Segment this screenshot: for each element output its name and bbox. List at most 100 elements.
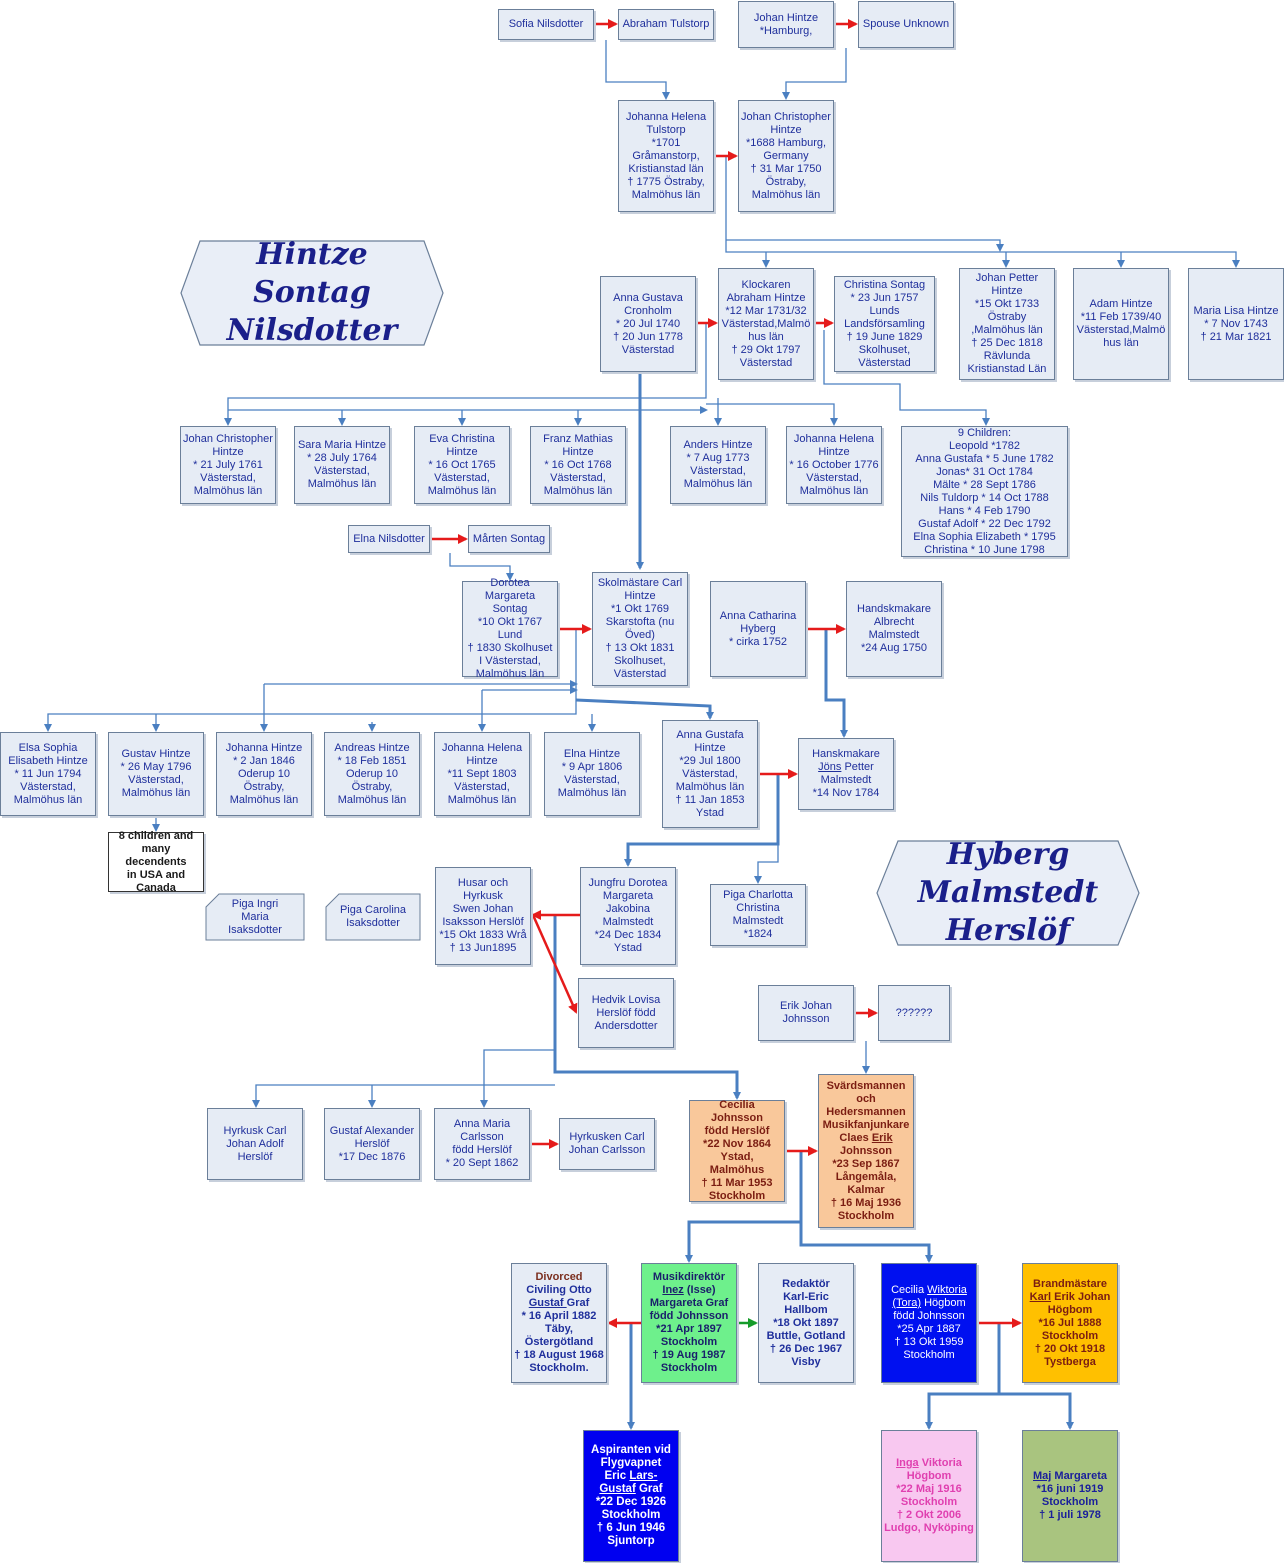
person-johanna-helena-tulstorp[interactable]: Johanna Helena Tulstorp *1701 Gråmanstor…	[618, 100, 714, 212]
note-eight-children[interactable]: 8 children and many decendents in USA an…	[108, 830, 204, 894]
person-handskmakare-albrecht[interactable]: Handskmakare Albrecht Malmstedt *24 Aug …	[846, 581, 942, 677]
aspiranten-text-b: Graf *22 Dec 1926 Stockholm † 6 Jun 1946…	[595, 1483, 667, 1547]
person-hedvik-lovisa[interactable]: Hedvik Lovisa Herslöf född Andersdotter	[578, 978, 674, 1048]
child-line-nine-children	[823, 330, 990, 426]
title-left-line-1: Hintze	[256, 237, 368, 272]
hanskmakare-jons-text-a: Hanskmakare	[812, 748, 880, 760]
person-anna-maria-carlsson[interactable]: Anna Maria Carlsson född Herslöf * 20 Se…	[434, 1108, 530, 1180]
parent-line-musikdirektor	[685, 1151, 803, 1263]
brandmastare-underlined: Karl	[1029, 1290, 1052, 1303]
person-unknown[interactable]: ??????	[878, 985, 950, 1041]
person-cecilia-wiktoria[interactable]: Cecilia Wiktoria (Tora) Högbom född John…	[881, 1263, 977, 1383]
person-skolmastare-carl-hintze[interactable]: Skolmästare Carl Hintze *1 Okt 1769 Skar…	[592, 572, 688, 686]
person-johanna-hintze-1846[interactable]: Johanna Hintze * 2 Jan 1846 Oderup 10 Ös…	[216, 732, 312, 816]
person-johanna-helena-1803[interactable]: Johanna Helena Hintze *11 Sept 1803 Väst…	[434, 732, 530, 816]
person-abraham-tulstorp[interactable]: Abraham Tulstorp	[618, 9, 714, 40]
musikdirektor-text-a: Musikdirektör	[652, 1271, 726, 1283]
person-andreas-hintze[interactable]: Andreas Hintze * 18 Feb 1851 Oderup 10 Ö…	[324, 732, 420, 816]
person-gustaf-alexander[interactable]: Gustaf Alexander Herslöf *17 Dec 1876	[324, 1108, 420, 1180]
person-maj-margareta[interactable]: Maj Margareta *16 juni 1919 Stockholm † …	[1022, 1430, 1118, 1562]
title-right-line-1: Hyberg	[946, 837, 1070, 872]
person-elna-hintze[interactable]: Elna Hintze * 9 Apr 1806 Västerstad, Mal…	[544, 732, 640, 816]
person-eva-christina-hintze[interactable]: Eva Christina Hintze * 16 Oct 1765 Väste…	[414, 426, 510, 504]
person-cecilia-johnsson[interactable]: Cecilia Johnsson född Herslöf *22 Nov 18…	[689, 1099, 785, 1202]
person-piga-carolina[interactable]: Piga Carolina Isaksdotter	[325, 893, 421, 941]
person-inga-viktoria[interactable]: Inga Viktoria Högbom *22 Maj 1916 Stockh…	[881, 1430, 977, 1562]
person-franz-mathias-hintze[interactable]: Franz Mathias Hintze * 16 Oct 1768 Väste…	[530, 426, 626, 504]
person-klockaren-abraham-hintze[interactable]: Klockaren Abraham Hintze *12 Mar 1731/32…	[718, 268, 814, 380]
person-elsa-sophia[interactable]: Elsa Sophia Elisabeth Hintze * 11 Jun 17…	[0, 732, 96, 816]
title-right-line-2: Malmstedt	[917, 875, 1099, 910]
parent-line-johan-christopher	[782, 48, 847, 100]
person-anna-catharina-hyberg[interactable]: Anna Catharina Hyberg * cirka 1752	[710, 581, 806, 677]
civiling-underlined: Gustaf	[528, 1297, 567, 1309]
parent-line-cecilia	[553, 915, 741, 1100]
inga-underlined: Inga	[896, 1457, 919, 1469]
parent-line-cecilia-wiktoria	[799, 1222, 933, 1263]
cecilia-wiktoria-text-b: Högbom född Johnsson *25 Apr 1887 † 13 O…	[893, 1297, 966, 1361]
person-piga-ingri[interactable]: Piga Ingri Maria Isaksdotter	[205, 893, 305, 941]
person-hanskmakare-jons-petter[interactable]: Hanskmakare Jöns Petter Malmstedt *14 No…	[798, 738, 894, 810]
person-johan-petter-hintze[interactable]: Johan Petter Hintze *15 Okt 1733 Östraby…	[959, 268, 1055, 380]
person-dorotea-margareta-sontag[interactable]: Dorotea Margareta Sontag *10 Okt 1767 Lu…	[462, 577, 558, 680]
person-elna-nilsdotter[interactable]: Elna Nilsdotter	[348, 525, 430, 553]
parent-line-jungfru	[624, 774, 780, 867]
piga-carolina-text: Piga Carolina Isaksdotter	[339, 904, 407, 929]
person-sara-maria-hintze[interactable]: Sara Maria Hintze * 28 July 1764 Västers…	[294, 426, 390, 504]
person-musikdirektor-inez[interactable]: Musikdirektör Inez (Isse) Margareta Graf…	[641, 1263, 737, 1383]
person-sofia-nilsdotter[interactable]: Sofia Nilsdotter	[498, 9, 594, 40]
person-aspiranten-eric[interactable]: Aspiranten vid Flygvapnet Eric Lars- Gus…	[583, 1430, 679, 1562]
person-marten-sontag[interactable]: Mårten Sontag	[468, 525, 550, 553]
children-line-row8	[252, 1084, 555, 1108]
person-piga-charlotta[interactable]: Piga Charlotta Christina Malmstedt *1824	[710, 884, 806, 946]
person-johan-christopher-1761[interactable]: Johan Christopher Hintze * 21 July 1761 …	[180, 426, 276, 504]
inga-text-b: Viktoria Högbom *22 Maj 1916 Stockholm †…	[884, 1457, 974, 1534]
person-nine-children[interactable]: 9 Children: Leopold *1782 Anna Gustafa *…	[901, 426, 1068, 557]
title-right-line-3: Herslöf	[945, 913, 1071, 948]
person-anna-gustava-cronholm[interactable]: Anna Gustava Cronholm * 20 Jul 1740 † 20…	[600, 276, 696, 372]
person-johanna-helena-1776[interactable]: Johanna Helena Hintze * 16 October 1776 …	[786, 426, 882, 504]
title-left-line-2: Sontag	[253, 275, 371, 310]
person-adam-hintze[interactable]: Adam Hintze *11 Feb 1739/40 Västerstad,M…	[1073, 268, 1169, 380]
children-line-row6	[44, 629, 577, 732]
maj-underlined: Maj	[1033, 1470, 1052, 1482]
brandmastare-text-b: Erik Johan Högbom *16 Jul 1888 Stockholm…	[1034, 1290, 1111, 1368]
parent-line-anna-gustafa	[575, 698, 714, 720]
person-gustav-hintze[interactable]: Gustav Hintze * 26 May 1796 Västerstad, …	[108, 732, 204, 816]
piga-ingri-text: Piga Ingri Maria Isaksdotter	[228, 897, 282, 936]
person-erik-johan-johnsson[interactable]: Erik Johan Johnsson	[758, 985, 854, 1041]
person-johan-hintze[interactable]: Johan Hintze *Hamburg,	[738, 1, 834, 48]
person-jungfru-dorotea[interactable]: Jungfru Dorotea Margareta Jakobina Malms…	[580, 867, 676, 965]
person-johan-christopher-hintze[interactable]: Johan Christopher Hintze *1688 Hamburg, …	[738, 100, 834, 212]
divorced-label: Divorced	[535, 1271, 583, 1283]
title-left-line-3: Nilsdotter	[226, 313, 398, 348]
person-spouse-unknown[interactable]: Spouse Unknown	[858, 1, 954, 48]
maj-text-b: Margareta *16 juni 1919 Stockholm † 1 ju…	[1036, 1470, 1107, 1521]
svardsmannen-underlined: Erik	[871, 1131, 893, 1144]
children-line-row4	[224, 323, 707, 426]
person-anna-gustafa-hintze[interactable]: Anna Gustafa Hintze *29 Jul 1800 Västers…	[662, 720, 758, 828]
brandmastare-text-a: Brandmästare	[1033, 1277, 1107, 1290]
person-hyrkusk-carl[interactable]: Hyrkusk Carl Johan Adolf Herslöf	[207, 1108, 303, 1180]
person-maria-lisa-hintze[interactable]: Maria Lisa Hintze * 7 Nov 1743 † 21 Mar …	[1188, 268, 1284, 380]
person-redaktor-karl-eric[interactable]: Redaktör Karl-Eric Hallbom *18 Okt 1897 …	[758, 1263, 854, 1383]
aspiranten-underlined: Lars- Gustaf	[599, 1470, 658, 1495]
person-christina-sontag[interactable]: Christina Sontag * 23 Jun 1757 Lunds Lan…	[834, 276, 935, 372]
person-brandmastare-karl[interactable]: Brandmästare Karl Erik Johan Högbom *16 …	[1022, 1263, 1118, 1383]
musikdirektor-text-b: (Isse) Margareta Graf född Johnsson *21 …	[649, 1284, 729, 1374]
children-line-main	[725, 156, 1240, 268]
person-hyrkusken-carl[interactable]: Hyrkusken Carl Johan Carlsson	[559, 1118, 655, 1170]
spouse-arrow-husar-hedvik	[531, 914, 578, 1014]
person-anders-hintze[interactable]: Anders Hintze * 7 Aug 1773 Västerstad, M…	[670, 426, 766, 504]
parent-line-hanskmakare	[824, 629, 848, 738]
person-svardsmannen-claes-erik[interactable]: Svärdsmannen och Hedersmannen Musikfanju…	[818, 1074, 914, 1228]
parent-line-dorotea	[449, 553, 514, 581]
title-hexagon-left: Hintze Sontag Nilsdotter	[180, 237, 444, 348]
aspiranten-text-a: Aspiranten vid Flygvapnet Eric	[591, 1444, 671, 1482]
person-husar-swen-johan[interactable]: Husar och Hyrkusk Swen Johan Isaksson He…	[435, 867, 531, 965]
civiling-text-a: Civiling Otto	[526, 1284, 592, 1296]
child-line-piga-charlotta	[754, 844, 779, 884]
svardsmannen-text-a: Svärdsmannen och Hedersmannen Musikfanju…	[822, 1079, 910, 1144]
